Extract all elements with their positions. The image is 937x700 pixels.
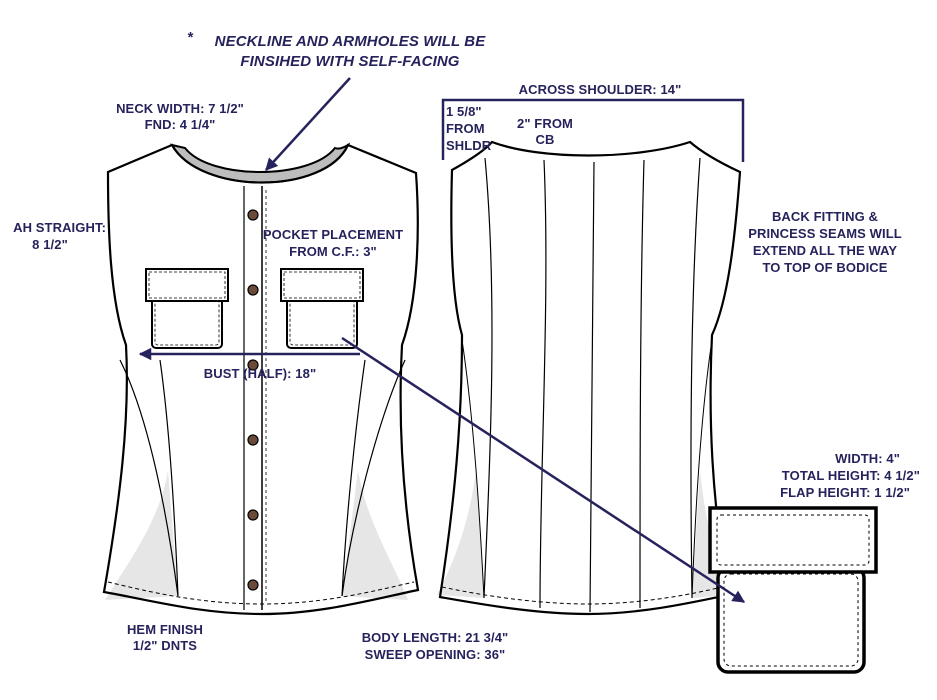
neckline-note-line2: FINSIHED WITH SELF-FACING: [240, 53, 460, 70]
ah-straight-label: AH STRAIGHT:: [13, 220, 106, 235]
pocket-detail: [708, 506, 878, 674]
button: [247, 359, 259, 371]
neckline-note-line1: NECKLINE AND ARMHOLES WILL BE: [214, 33, 486, 50]
front-left-pocket: [145, 268, 229, 349]
front-left-side-shading: [105, 470, 178, 600]
fnd-label: FND: 4 1/4": [144, 117, 216, 132]
back-dart-right: [691, 339, 713, 599]
shoulder-offset-line3: SHLDR: [446, 138, 492, 153]
front-view: [102, 142, 420, 616]
cb-offset-line1: 2" FROM: [517, 116, 573, 131]
pocket-callout-arrow: [341, 336, 746, 604]
button: [247, 509, 259, 521]
front-body-outline: [102, 143, 420, 616]
button: [247, 209, 259, 221]
back-seams-note-line4: TO TOP OF BODICE: [762, 260, 888, 275]
hem-finish-value: 1/2" DNTS: [132, 638, 198, 653]
front-left-dart: [119, 359, 179, 597]
cb-offset-line2: CB: [535, 132, 555, 147]
neck-width-label: NECK WIDTH: 7 1/2": [116, 101, 244, 116]
back-fitting-seam-left: [539, 159, 547, 609]
annotation-lines: [138, 77, 746, 604]
front-right-side-shading: [342, 470, 408, 600]
pocket-detail-body: [716, 566, 866, 674]
pocket-width-label: WIDTH: 4": [835, 451, 900, 466]
back-center-seam: [589, 161, 595, 613]
pocket-total-height-label: TOTAL HEIGHT: 4 1/2": [781, 468, 920, 483]
sweep-opening-label: SWEEP OPENING: 36": [364, 647, 506, 662]
body-length-label: BODY LENGTH: 21 3/4": [361, 630, 509, 645]
back-princess-seam-right: [690, 157, 701, 599]
note-arrow: [265, 77, 351, 171]
back-fitting-seam-right: [639, 159, 645, 609]
button: [247, 579, 259, 591]
back-princess-seam-left: [483, 157, 493, 599]
pocket-detail-flap-stitch: [716, 514, 870, 566]
pocket-detail-body-stitch: [723, 573, 859, 667]
back-dart-left: [461, 339, 485, 599]
pocket-flap-height-label: FLAP HEIGHT: 1 1/2": [780, 485, 910, 500]
pocket-placement-value: FROM C.F.: 3": [289, 244, 377, 259]
ah-straight-value: 8 1/2": [32, 237, 68, 252]
back-right-side-shading: [692, 470, 730, 598]
back-hem-stitch: [441, 585, 727, 605]
bust-label: BUST (HALF): 18": [203, 366, 317, 381]
back-seams-note-line1: BACK FITTING &: [771, 209, 879, 224]
front-buttons: [247, 209, 259, 591]
front-right-dart-2: [341, 359, 366, 597]
back-left-side-shading: [437, 470, 484, 598]
pocket-detail-flap: [708, 506, 878, 574]
front-neck-facing: [170, 142, 351, 184]
back-seams-note-line2: PRINCESS SEAMS WILL: [748, 226, 902, 241]
front-left-dart-2: [159, 359, 179, 597]
pocket-placement-label: POCKET PLACEMENT: [262, 227, 404, 242]
neckline-note-marker: *: [187, 29, 193, 46]
button: [247, 434, 259, 446]
hem-finish-label: HEM FINISH: [126, 622, 204, 637]
back-view: [437, 140, 742, 616]
across-shoulder-bracket: [441, 98, 745, 162]
front-right-dart: [341, 359, 406, 597]
front-right-pocket: [280, 268, 364, 349]
back-body-outline: [438, 140, 742, 616]
button: [247, 284, 259, 296]
shoulder-offset-line2: FROM: [446, 121, 485, 136]
across-shoulder-label: ACROSS SHOULDER: 14": [518, 82, 682, 97]
shoulder-offset-line1: 1 5/8": [446, 104, 482, 119]
back-seams-note-line3: EXTEND ALL THE WAY: [752, 243, 898, 258]
